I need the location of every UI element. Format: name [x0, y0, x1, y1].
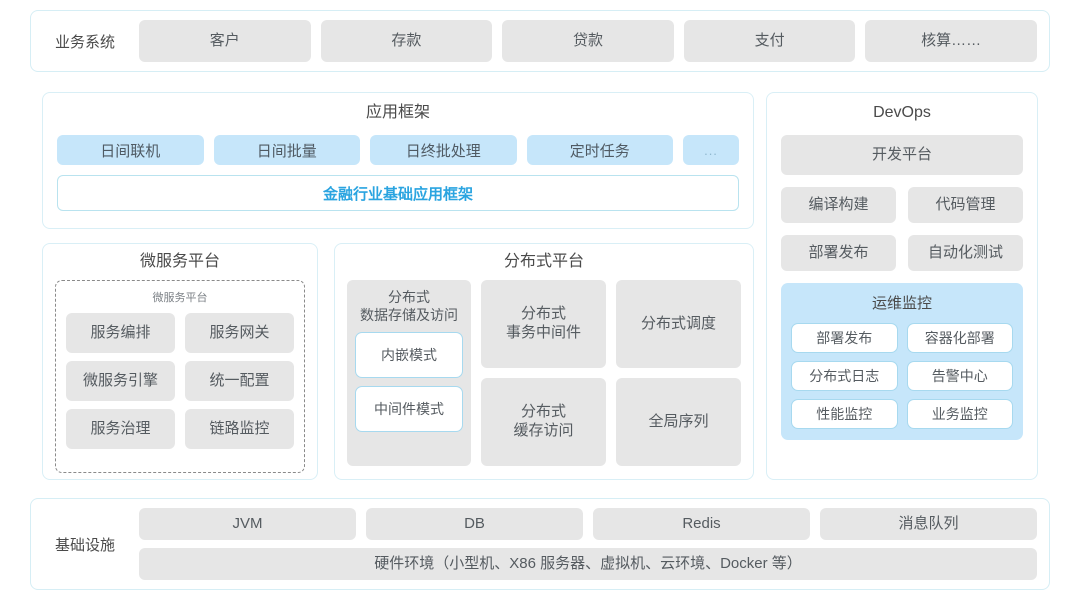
- ops-item-distributed-log[interactable]: 分布式日志: [791, 361, 898, 391]
- devops-item-code-management[interactable]: 代码管理: [908, 187, 1023, 223]
- business-systems-label: 业务系统: [54, 33, 115, 51]
- microservice-platform-title: 微服务平台: [139, 253, 220, 270]
- devops-panel: DevOps 开发平台 编译构建 代码管理 部署发布 自动化测试 运维监控 部署…: [766, 92, 1038, 480]
- micro-item-service-gateway[interactable]: 服务网关: [185, 313, 294, 353]
- business-item-deposit[interactable]: 存款: [320, 20, 493, 62]
- ops-item-alert-center[interactable]: 告警中心: [906, 361, 1013, 391]
- devops-dev-platform[interactable]: 开发平台: [781, 135, 1023, 175]
- distributed-data-storage-block[interactable]: 分布式 数据存储及访问 内嵌模式 中间件模式: [347, 280, 471, 466]
- infra-component-db[interactable]: DB: [366, 508, 583, 540]
- devops-item-compile-build[interactable]: 编译构建: [781, 187, 896, 223]
- microservice-inner-title: 微服务平台: [152, 292, 208, 304]
- infrastructure-label: 基础设施: [54, 536, 115, 554]
- platform-middle-area: 应用框架 日间联机 日间批量 日终批处理 定时任务 ... 金融行业基础应用框架…: [30, 84, 1050, 488]
- business-systems-chips: 客户 存款 贷款 支付 核算……: [139, 20, 1037, 62]
- financial-base-framework-banner: 金融行业基础应用框架: [57, 175, 739, 211]
- infrastructure-components: JVM DB Redis 消息队列: [139, 508, 1037, 540]
- af-tag-scheduled-task[interactable]: 定时任务: [526, 135, 673, 165]
- application-framework-panel: 应用框架 日间联机 日间批量 日终批处理 定时任务 ... 金融行业基础应用框架: [42, 92, 754, 229]
- af-tag-daytime-batch[interactable]: 日间批量: [213, 135, 360, 165]
- devops-items-grid: 编译构建 代码管理 部署发布 自动化测试: [781, 187, 1023, 271]
- dist-cell-transaction-middleware[interactable]: 分布式 事务中间件: [481, 280, 606, 368]
- left-column: 应用框架 日间联机 日间批量 日终批处理 定时任务 ... 金融行业基础应用框架…: [42, 92, 754, 480]
- af-tag-eod-batch[interactable]: 日终批处理: [370, 135, 517, 165]
- business-item-customer[interactable]: 客户: [139, 20, 311, 62]
- distributed-cells-grid: 分布式 事务中间件 分布式调度 分布式 缓存访问 全局序列: [481, 280, 741, 466]
- dist-cell-cache-access[interactable]: 分布式 缓存访问: [481, 378, 606, 466]
- micro-item-microservice-engine[interactable]: 微服务引擎: [66, 361, 175, 401]
- distributed-platform-panel: 分布式平台 分布式 数据存储及访问 内嵌模式 中间件模式 分布式 事务中间件 分…: [334, 243, 754, 480]
- devops-item-deploy-release[interactable]: 部署发布: [781, 235, 896, 271]
- business-systems-row: 业务系统 客户 存款 贷款 支付 核算……: [30, 10, 1050, 72]
- application-framework-tags: 日间联机 日间批量 日终批处理 定时任务 ...: [57, 135, 739, 165]
- business-item-accounting[interactable]: 核算……: [865, 20, 1037, 62]
- infra-component-jvm[interactable]: JVM: [139, 508, 356, 540]
- micro-item-service-orchestration[interactable]: 服务编排: [66, 313, 175, 353]
- microservice-dashed-box: 微服务平台 服务编排 服务网关 微服务引擎 统一配置 服务治理 链路监控: [55, 280, 305, 473]
- devops-item-automated-testing[interactable]: 自动化测试: [908, 235, 1023, 271]
- dist-mode-embedded[interactable]: 内嵌模式: [355, 332, 463, 379]
- dist-mode-middleware[interactable]: 中间件模式: [355, 386, 463, 433]
- ops-item-business-monitoring[interactable]: 业务监控: [906, 399, 1013, 429]
- application-framework-title: 应用框架: [365, 104, 430, 121]
- micro-item-service-governance[interactable]: 服务治理: [66, 409, 175, 449]
- ops-monitoring-title: 运维监控: [871, 295, 932, 312]
- af-tag-daytime-online[interactable]: 日间联机: [57, 135, 204, 165]
- infra-component-redis[interactable]: Redis: [593, 508, 810, 540]
- business-item-loan[interactable]: 贷款: [502, 20, 674, 62]
- dist-cell-scheduling[interactable]: 分布式调度: [616, 280, 741, 368]
- ops-monitoring-block: 运维监控 部署发布 容器化部署 分布式日志 告警中心 性能监控 业务监控: [781, 283, 1023, 440]
- dist-cell-global-sequence[interactable]: 全局序列: [616, 378, 741, 466]
- af-tag-more-icon[interactable]: ...: [683, 135, 739, 165]
- micro-item-unified-config[interactable]: 统一配置: [185, 361, 294, 401]
- distributed-platform-title: 分布式平台: [503, 253, 584, 270]
- micro-item-link-monitoring[interactable]: 链路监控: [185, 409, 294, 449]
- ops-item-performance-monitoring[interactable]: 性能监控: [791, 399, 898, 429]
- distributed-data-storage-title: 分布式 数据存储及访问: [360, 289, 458, 324]
- ops-monitoring-grid: 部署发布 容器化部署 分布式日志 告警中心 性能监控 业务监控: [791, 323, 1013, 429]
- infra-hardware-environment[interactable]: 硬件环境（小型机、X86 服务器、虚拟机、云环境、Docker 等）: [139, 548, 1037, 580]
- microservice-items-grid: 服务编排 服务网关 微服务引擎 统一配置 服务治理 链路监控: [66, 313, 294, 449]
- ops-item-containerized-deploy[interactable]: 容器化部署: [906, 323, 1013, 353]
- devops-title: DevOps: [873, 104, 931, 121]
- ops-item-deploy-release[interactable]: 部署发布: [791, 323, 898, 353]
- microservice-platform-panel: 微服务平台 微服务平台 服务编排 服务网关 微服务引擎 统一配置 服务治理 链路…: [42, 243, 318, 480]
- distributed-platform-body: 分布式 数据存储及访问 内嵌模式 中间件模式 分布式 事务中间件 分布式调度 分…: [347, 280, 741, 466]
- business-item-payment[interactable]: 支付: [683, 20, 856, 62]
- infrastructure-row: 基础设施 JVM DB Redis 消息队列 硬件环境（小型机、X86 服务器、…: [30, 498, 1050, 590]
- infra-component-message-queue[interactable]: 消息队列: [820, 508, 1037, 540]
- infrastructure-content: JVM DB Redis 消息队列 硬件环境（小型机、X86 服务器、虚拟机、云…: [139, 508, 1037, 580]
